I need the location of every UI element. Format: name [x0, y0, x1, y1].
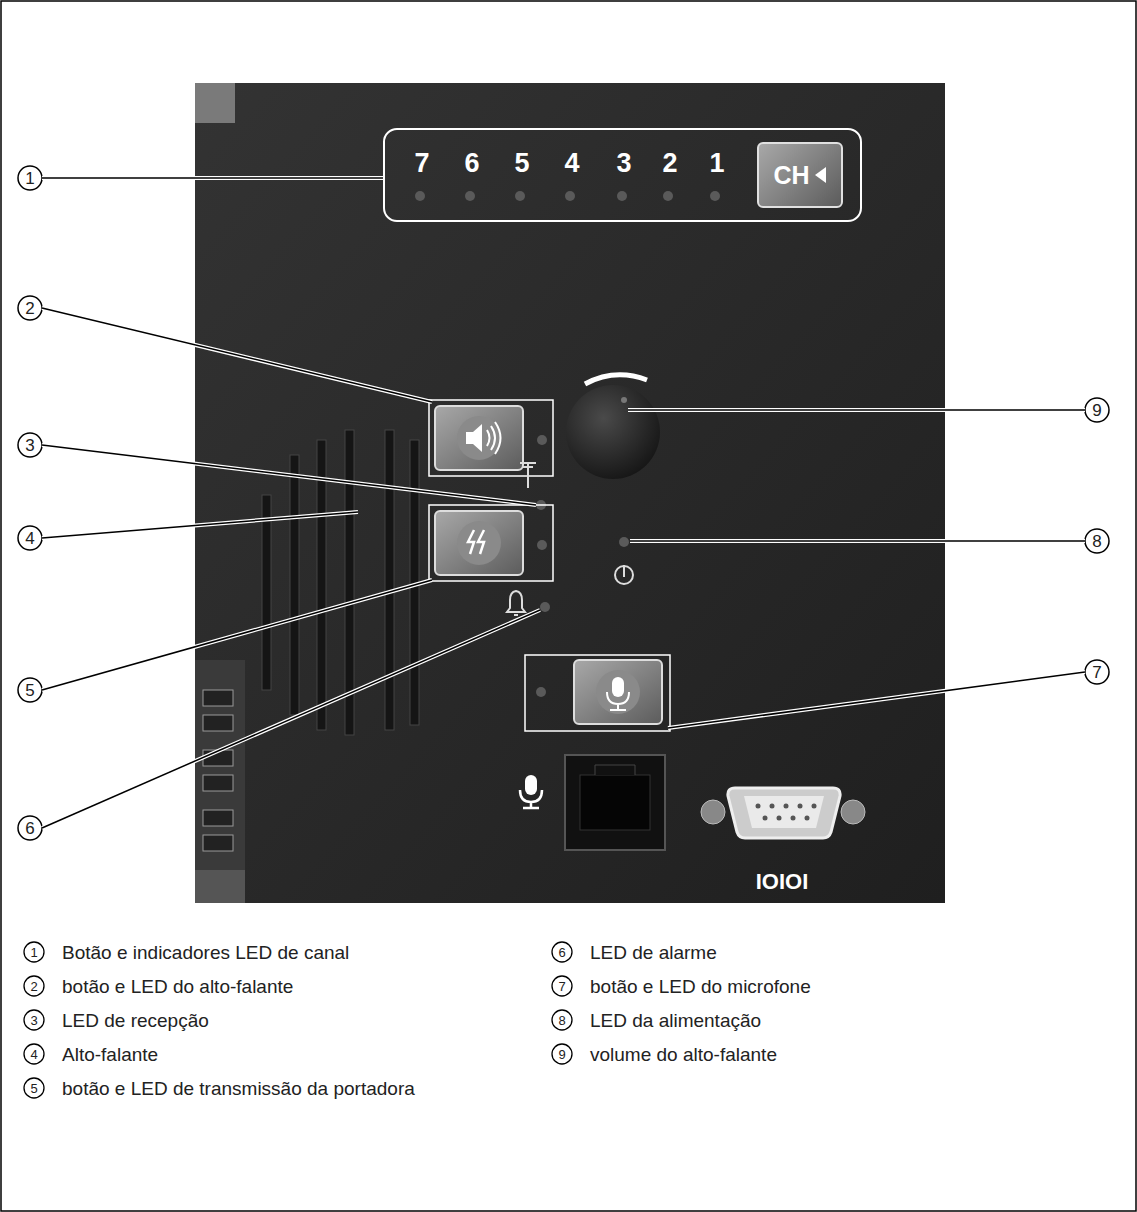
channel-number: 7: [414, 148, 429, 179]
legend-number: 2: [30, 980, 37, 993]
callout-number: 8: [1092, 533, 1101, 550]
legend-number: 8: [558, 1014, 565, 1027]
channel-number: 1: [709, 148, 724, 179]
callout-number: 5: [25, 682, 34, 699]
legend-text: LED de recepção: [62, 1011, 209, 1030]
legend-number: 1: [30, 946, 37, 959]
callout-number: 4: [25, 530, 34, 547]
button-label: CH: [773, 161, 809, 190]
channel-number: 2: [662, 148, 677, 179]
channel-button: CH: [757, 142, 843, 208]
arrow-symbol: [813, 166, 827, 184]
legend-text: Botão e indicadores LED de canal: [62, 943, 349, 962]
legend-text: botão e LED do microfone: [590, 977, 811, 996]
legend-text: Alto-falante: [62, 1045, 158, 1064]
callout-number: 2: [25, 300, 34, 317]
legend-number: 9: [558, 1048, 565, 1061]
callout-number: 3: [25, 437, 34, 454]
legend-text: volume do alto-falante: [590, 1045, 777, 1064]
callout-number: 7: [1092, 664, 1101, 681]
callout-number: 1: [25, 170, 34, 187]
callout-number: 9: [1092, 402, 1101, 419]
channel-panel: 7 6 5 4 32 1 CH: [383, 128, 862, 222]
legend-text: botão e LED de transmissão da portadora: [62, 1079, 415, 1098]
legend-text: LED de alarme: [590, 943, 717, 962]
port-label: IOIOI: [756, 871, 809, 893]
channel-number: 5: [514, 148, 529, 179]
legend-number: 3: [30, 1014, 37, 1027]
channel-number: 3: [616, 148, 631, 179]
legend-number: 4: [30, 1048, 37, 1061]
legend-number: 6: [558, 946, 565, 959]
legend-number: 5: [30, 1082, 37, 1095]
legend-number: 7: [558, 980, 565, 993]
legend-text: botão e LED do alto-falante: [62, 977, 293, 996]
callout-number: 6: [25, 820, 34, 837]
legend-text: LED da alimentação: [590, 1011, 761, 1030]
channel-number: 4: [564, 148, 579, 179]
channel-number: 6: [464, 148, 479, 179]
